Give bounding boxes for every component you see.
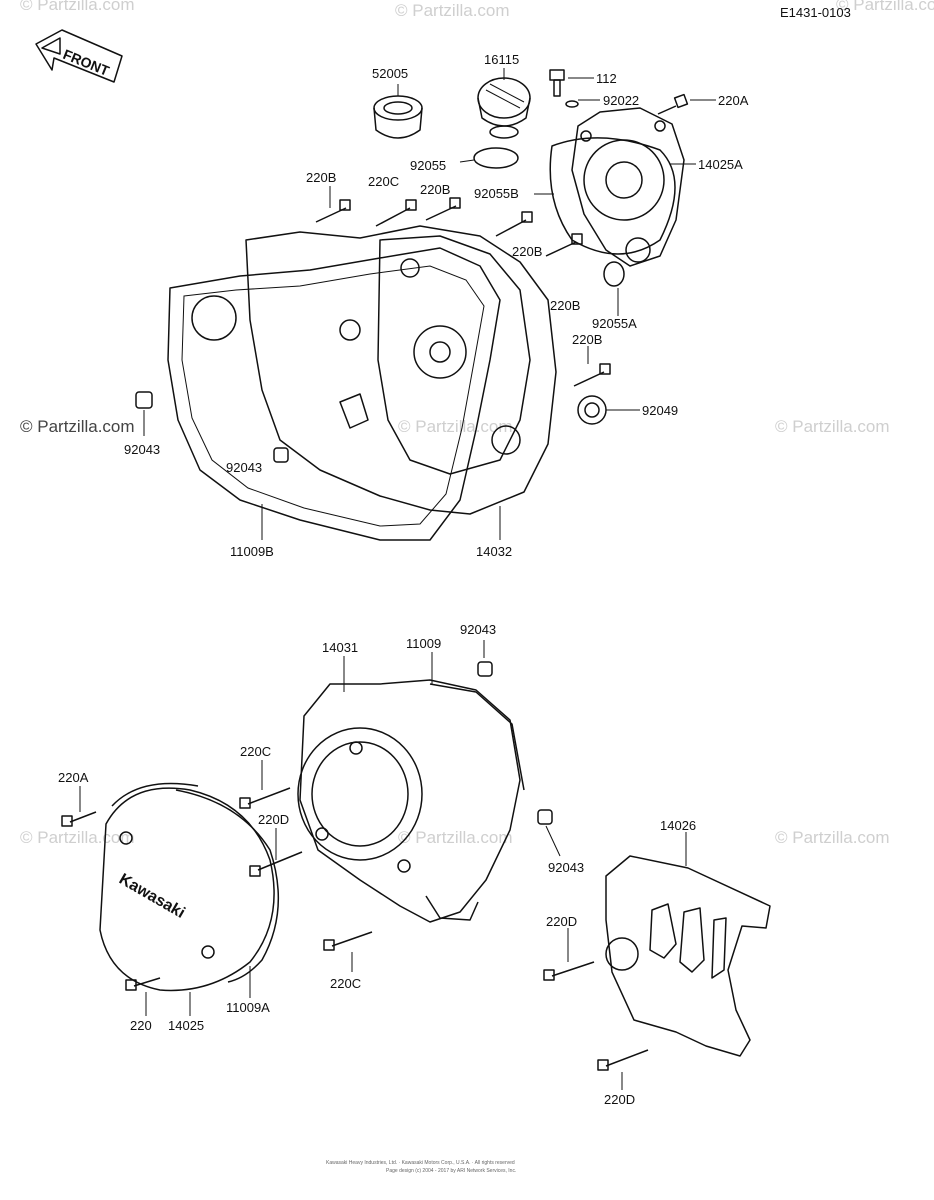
bolt-part <box>323 931 373 951</box>
part-label: 11009 <box>406 636 441 651</box>
part-label: 14026 <box>660 818 696 833</box>
part-label: 220B <box>306 170 336 185</box>
part-label: 52005 <box>372 66 408 81</box>
watermark: © Partzilla.com <box>20 417 135 436</box>
bolt-part <box>425 197 461 221</box>
part-label: 92043 <box>124 442 160 457</box>
cover-brand-text: Kawasaki <box>116 871 188 922</box>
bolt-part <box>125 977 161 991</box>
footer-line: Page design (c) 2004 - 2017 by ARI Netwo… <box>386 1168 516 1174</box>
bolt-part <box>545 233 583 257</box>
part-label: 220A <box>718 93 749 108</box>
part-label: 14032 <box>476 544 512 559</box>
part-label: 112 <box>596 71 617 86</box>
part-label: 220B <box>420 182 450 197</box>
bolt-part <box>597 1049 649 1071</box>
bolt-part <box>375 199 417 227</box>
oil-seal-part <box>577 395 607 425</box>
watermark: © Partzilla.com <box>20 828 135 847</box>
front-arrow-icon: FRONT <box>35 29 123 83</box>
sprocket-cover-part <box>605 855 771 1057</box>
part-label: 220C <box>240 744 271 759</box>
part-label: 220D <box>258 812 289 827</box>
footer-line: Kawasaki Heavy Industries, Ltd. · Kawasa… <box>326 1160 515 1166</box>
part-label: 220D <box>604 1092 635 1107</box>
bolt-part <box>61 811 97 827</box>
part-label: 92055A <box>592 316 637 331</box>
filler-cap-part <box>477 77 531 139</box>
diagram-code: E1431-0103 <box>780 5 851 20</box>
watermark: © Partzilla.com <box>775 828 890 847</box>
dowel-pin-part <box>477 661 493 677</box>
part-label: 14031 <box>322 640 358 655</box>
part-label: 220B <box>512 244 542 259</box>
dowel-pin-part <box>273 447 289 463</box>
part-label: 92055 <box>410 158 446 173</box>
gasket-part <box>549 137 676 255</box>
part-label: 220 <box>130 1018 152 1033</box>
watermark: © Partzilla.com <box>20 0 135 14</box>
part-label: 92043 <box>548 860 584 875</box>
bolt-part <box>495 211 533 237</box>
part-label: 92022 <box>603 93 639 108</box>
watermark: © Partzilla.com <box>775 417 890 436</box>
watermark: © Partzilla.com <box>395 1 510 20</box>
generator-housing-part <box>297 679 525 923</box>
part-label: 92043 <box>460 622 496 637</box>
part-label: 11009B <box>230 544 274 559</box>
leader-lines <box>79 68 716 1090</box>
bolt-part <box>657 93 689 115</box>
part-label: 220A <box>58 770 89 785</box>
part-labels: 52005 16115 112 92022 220A 14025A 220B 2… <box>58 52 749 1107</box>
part-label: 220C <box>368 174 399 189</box>
part-label: 92055B <box>474 186 519 201</box>
front-arrow-label: FRONT <box>61 46 112 79</box>
dowel-pin-part <box>135 391 153 409</box>
oil-seal-part <box>373 95 423 139</box>
generator-cover-part: Kawasaki <box>99 782 275 992</box>
part-label: 92049 <box>642 403 678 418</box>
part-label: 16115 <box>484 52 519 67</box>
o-ring-part <box>473 147 519 169</box>
part-label: 11009A <box>226 1000 270 1015</box>
bolt-part <box>573 363 611 387</box>
watermark: © Partzilla.com <box>398 828 513 847</box>
part-label: 220C <box>330 976 361 991</box>
bolt-part <box>549 69 579 108</box>
part-label: 220D <box>546 914 577 929</box>
bolt-part <box>249 851 303 877</box>
watermark: © Partzilla.com <box>836 0 934 14</box>
gasket-part <box>167 247 501 541</box>
o-ring-part <box>603 261 625 287</box>
dowel-pin-part <box>537 809 553 825</box>
part-label: 14025A <box>698 157 743 172</box>
clutch-cover-part <box>245 225 557 515</box>
part-label: 14025 <box>168 1018 204 1033</box>
part-label: 92043 <box>226 460 262 475</box>
part-label: 220B <box>572 332 602 347</box>
bolt-part <box>315 199 351 223</box>
watermark: © Partzilla.com <box>398 417 513 436</box>
cover-part <box>571 107 685 267</box>
bolt-part <box>239 787 291 809</box>
part-label: 220B <box>550 298 580 313</box>
bolt-part <box>543 961 595 981</box>
